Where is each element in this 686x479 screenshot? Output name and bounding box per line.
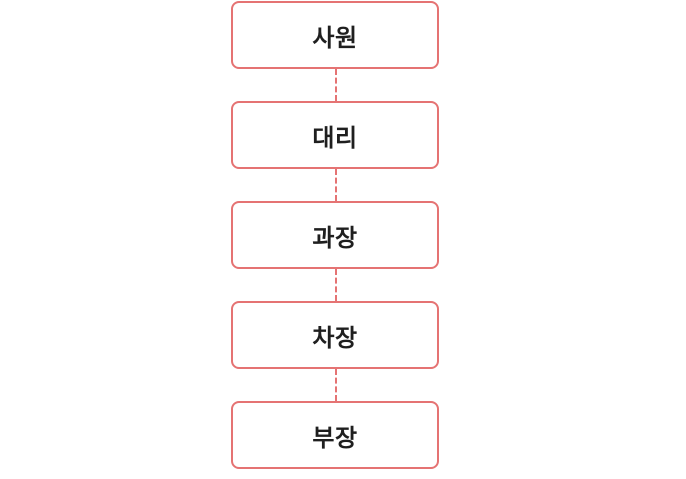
dashed-connector: [335, 169, 337, 201]
rank-label: 차장: [312, 323, 358, 352]
rank-label: 부장: [312, 423, 358, 452]
rank-label: 과장: [312, 223, 358, 252]
rank-hierarchy-diagram: 사원 대리 과장 차장 부장: [231, 1, 439, 469]
rank-box-assistant-manager: 대리: [231, 101, 439, 169]
rank-label: 사원: [312, 23, 358, 52]
rank-box-deputy-general-manager: 차장: [231, 301, 439, 369]
rank-box-general-manager: 부장: [231, 401, 439, 469]
rank-box-manager: 과장: [231, 201, 439, 269]
dashed-connector: [335, 369, 337, 401]
dashed-connector: [335, 269, 337, 301]
rank-label: 대리: [312, 123, 358, 152]
dashed-connector: [335, 69, 337, 101]
rank-box-staff: 사원: [231, 1, 439, 69]
